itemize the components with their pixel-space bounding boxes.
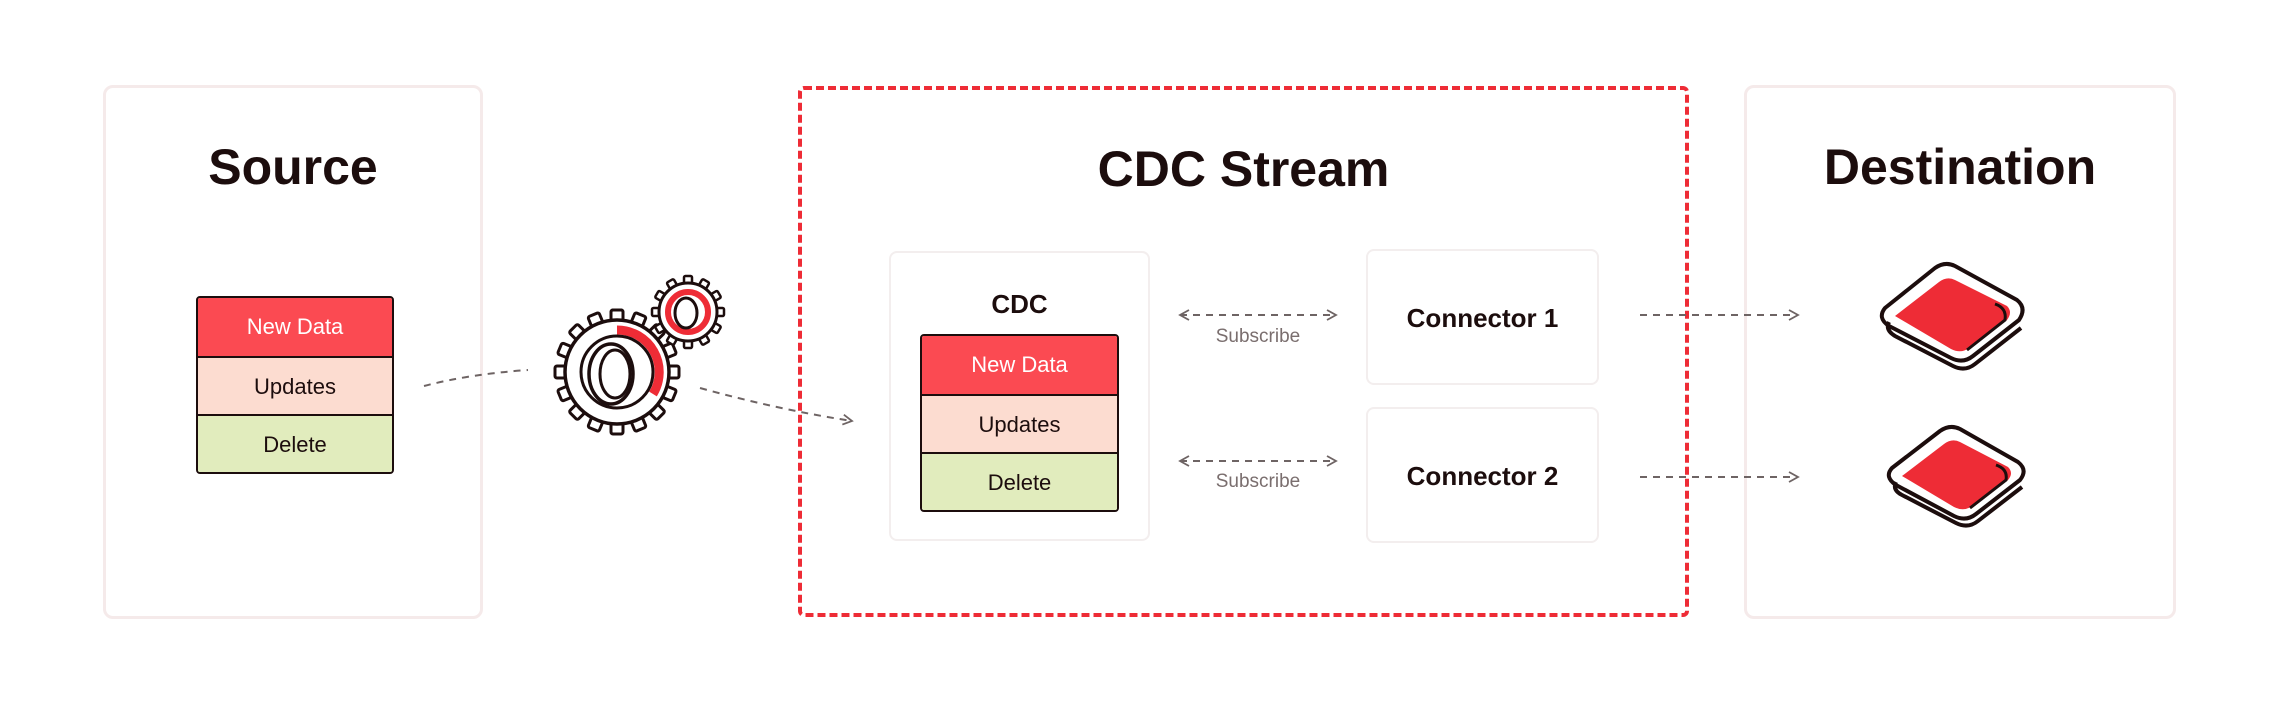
source-to-processor-connector <box>423 369 529 387</box>
connector-1-label: Connector 1 <box>1406 303 1559 333</box>
connector-2-card: Connector 2 <box>1366 407 1599 543</box>
storage-drive-icon <box>1886 424 2026 528</box>
connector-1-card: Connector 1 <box>1366 249 1599 385</box>
subscribe-label-1: Subscribe <box>1215 326 1301 347</box>
destination-title: Destination <box>1823 139 2097 195</box>
source-title: Source <box>208 139 378 195</box>
cdc-updates-row: Updates <box>922 394 1117 452</box>
source-change-stack: New Data Updates Delete <box>196 296 394 474</box>
source-delete-row: Delete <box>198 414 392 472</box>
cdc-new-data-row: New Data <box>922 336 1117 394</box>
gears-icon <box>553 274 726 436</box>
source-updates-row: Updates <box>198 356 392 414</box>
connector-2-label: Connector 2 <box>1406 461 1559 491</box>
source-new-data-row: New Data <box>198 298 392 356</box>
storage-drive-icon <box>1879 261 2025 371</box>
processor-to-cdc-arrow <box>699 387 854 426</box>
cdc-change-stack: New Data Updates Delete <box>920 334 1119 512</box>
cdc-stream-title: CDC Stream <box>1097 141 1390 197</box>
subscribe-label-2: Subscribe <box>1215 471 1301 492</box>
cdc-delete-row: Delete <box>922 452 1117 510</box>
cdc-card-title: CDC <box>991 289 1048 319</box>
